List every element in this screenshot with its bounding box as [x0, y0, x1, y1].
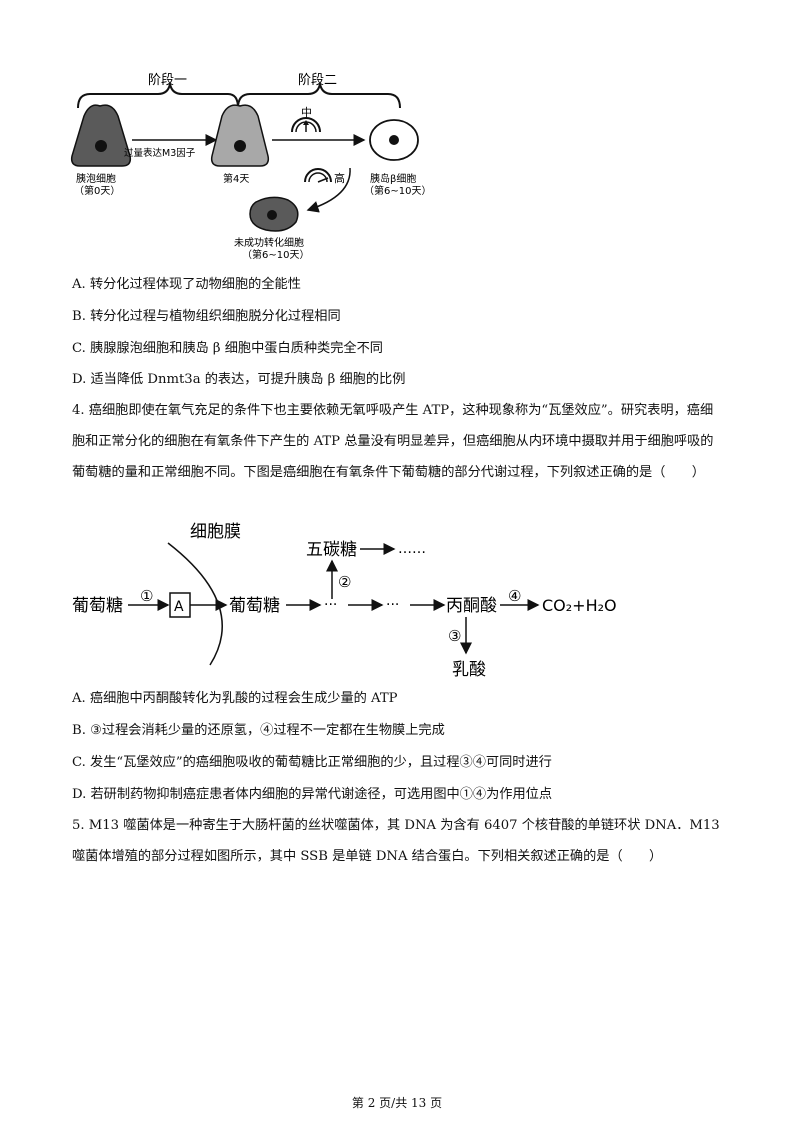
- q4-option-c: C. 发生“瓦堡效应”的癌细胞吸收的葡萄糖比正常细胞的少，且过程③④可同时进行: [72, 755, 552, 770]
- beta-label: 胰岛β细胞: [370, 172, 416, 185]
- stage1-label: 阶段一: [148, 73, 187, 88]
- day4-cell: [210, 104, 270, 167]
- medium-label: 中: [301, 106, 312, 119]
- q4-option-a: A. 癌细胞中丙酮酸转化为乳酸的过程会生成少量的 ATP: [72, 691, 398, 706]
- step2-marker: ②: [338, 573, 351, 591]
- acinar-label: 胰泡细胞: [76, 172, 116, 185]
- q4-option-d: D. 若研制药物抑制癌症患者体内细胞的异常代谢途径，可选用图中①④为作用位点: [72, 787, 553, 802]
- step3-marker: ③: [448, 627, 461, 645]
- stage2-label: 阶段二: [298, 73, 337, 88]
- glucose-outside: 葡萄糖: [72, 596, 123, 616]
- pyruvate-label: 丙酮酸: [446, 596, 497, 616]
- failed-day: （第6~10天）: [242, 248, 309, 260]
- high-label: 高: [334, 171, 345, 185]
- products-label: CO₂+H₂O: [542, 596, 617, 615]
- lactate-label: 乳酸: [452, 660, 486, 680]
- acinar-day: （第0天）: [74, 184, 120, 197]
- intermediate-dots-1: ···: [324, 597, 337, 613]
- q5-stem: 5. M13 噬菌体是一种寄生于大肠杆菌的丝状噬菌体，其 DNA 为含有 640…: [72, 818, 720, 864]
- q4-stem: 4. 癌细胞即使在氧气充足的条件下也主要依赖无氧呼吸产生 ATP，这种现象称为“…: [72, 403, 714, 480]
- acinar-cell: [70, 104, 132, 167]
- glucose-metabolism-diagram: 细胞膜 葡萄糖 ① A 葡萄糖 ··· ··· ② 五碳糖 …… 丙酮酸 ④ C…: [72, 522, 617, 680]
- glucose-inside: 葡萄糖: [229, 596, 280, 616]
- q3-option-d: D. 适当降低 Dnmt3a 的表达，可提升胰岛 β 细胞的比例: [72, 372, 406, 387]
- q3-option-a: A. 转分化过程体现了动物细胞的全能性: [72, 277, 301, 292]
- transporter-label: A: [174, 599, 184, 615]
- intermediate-dots-2: ···: [386, 597, 399, 613]
- step1-marker: ①: [140, 587, 153, 605]
- medium-gauge-icon: [291, 117, 321, 133]
- beta-day: （第6~10天）: [364, 184, 431, 197]
- overexpress-label: 过量表达M3因子: [124, 147, 196, 159]
- stage1-brace: [77, 83, 239, 109]
- page-footer: 第 2 页/共 13 页: [351, 1096, 443, 1110]
- high-gauge-icon: [304, 168, 332, 183]
- pentose-label: 五碳糖: [306, 540, 357, 560]
- step4-marker: ④: [508, 587, 521, 605]
- membrane-label: 细胞膜: [190, 522, 241, 542]
- q3-option-b: B. 转分化过程与植物组织细胞脱分化过程相同: [72, 309, 341, 324]
- q3-option-c: C. 胰腺腺泡细胞和胰岛 β 细胞中蛋白质种类完全不同: [72, 341, 383, 356]
- failed-label: 未成功转化细胞: [234, 236, 304, 249]
- day4-label: 第4天: [223, 172, 249, 185]
- transdifferentiation-diagram: 阶段一 阶段二 胰泡细胞 （第0天） 过量表达M3因子 第4天 中 胰岛β细胞 …: [70, 73, 431, 260]
- pentose-dots: ……: [398, 541, 426, 557]
- q4-option-b: B. ③过程会消耗少量的还原氢，④过程不一定都在生物膜上完成: [72, 723, 445, 738]
- stage2-brace: [237, 83, 401, 109]
